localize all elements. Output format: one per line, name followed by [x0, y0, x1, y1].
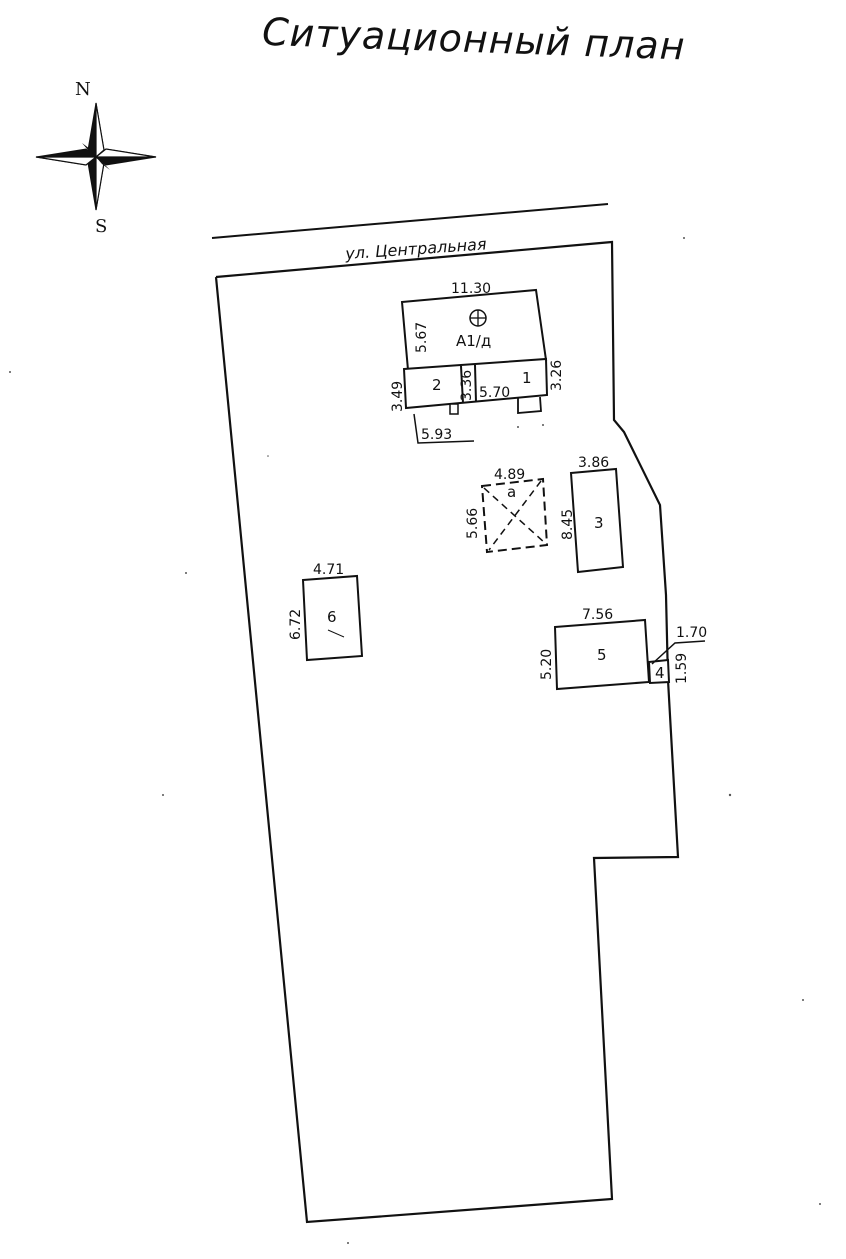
scan-specks — [9, 237, 821, 1244]
street-line — [211, 203, 609, 239]
plan-title: Ситуационный план — [261, 10, 686, 69]
compass-rose-icon — [35, 102, 157, 211]
building-shed-a-width: 4.89 — [494, 467, 525, 483]
building-4-width: 1.70 — [676, 625, 707, 641]
building-5-label: 5 — [597, 646, 607, 664]
building-5-width: 7.56 — [582, 607, 613, 623]
building-porch-dim: 5.93 — [421, 427, 452, 443]
building-annex1-label: 1 — [522, 369, 532, 387]
building-6 — [301, 574, 364, 662]
compass-south-label: S — [95, 216, 107, 237]
building-annex2-depth-left: 3.49 — [390, 381, 406, 412]
building-shed-a-depth: 5.66 — [465, 508, 481, 539]
building-annex — [402, 357, 549, 415]
building-4-leader — [651, 640, 706, 665]
building-main-depth: 5.67 — [414, 322, 430, 353]
building-shed-a-label: а — [507, 483, 516, 501]
building-annex1-depth: 3.26 — [549, 360, 565, 391]
porch-leader — [413, 413, 475, 444]
building-5-depth: 5.20 — [539, 649, 555, 680]
building-4 — [647, 658, 671, 685]
building-main-label: А1/д — [456, 332, 491, 350]
building-annex1-width: 5.70 — [479, 385, 510, 401]
building-3 — [569, 467, 625, 574]
building-6-width: 4.71 — [313, 562, 344, 578]
building-shed-a — [480, 477, 549, 554]
building-6-label: 6 — [327, 608, 337, 626]
building-3-label: 3 — [594, 514, 604, 532]
building-3-depth: 8.45 — [560, 509, 576, 540]
building-3-width: 3.86 — [578, 455, 609, 471]
building-annex2-label: 2 — [432, 376, 442, 394]
building-annex2-depth-right: 3.36 — [459, 370, 475, 401]
building-4-depth: 1.59 — [674, 653, 690, 684]
building-6-depth: 6.72 — [288, 609, 304, 640]
compass-north-label: N — [75, 79, 91, 100]
building-main-width: 11.30 — [451, 281, 491, 297]
plot-boundary — [214, 240, 680, 1224]
building-4-label: 4 — [655, 664, 665, 682]
